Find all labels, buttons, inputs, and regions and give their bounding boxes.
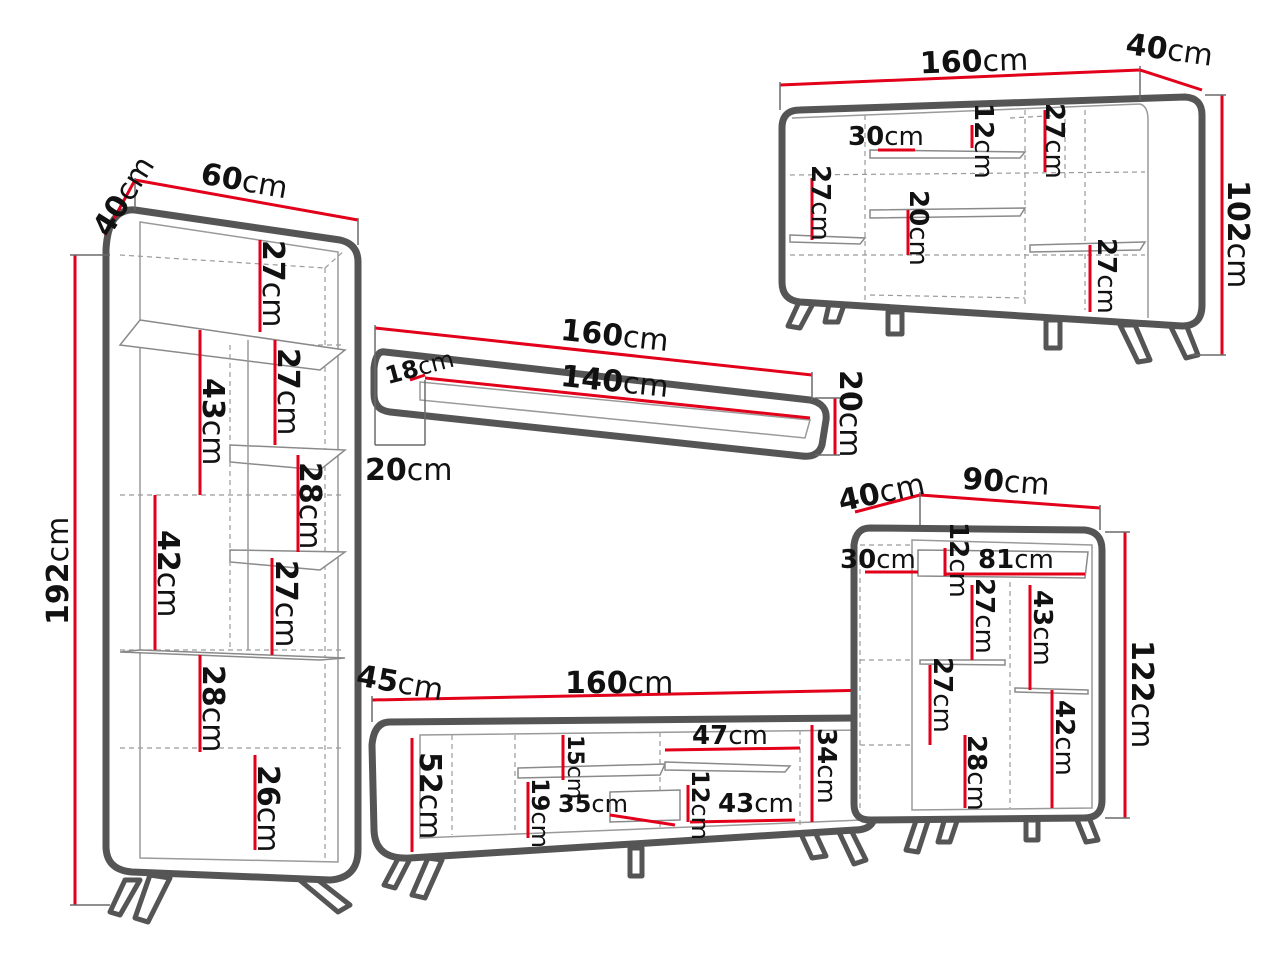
tv-stand-leg bbox=[409, 855, 445, 901]
label-wall-shelf-depth: 20cm bbox=[365, 453, 452, 488]
label-cabinet-width: 90cm bbox=[961, 462, 1051, 503]
cabinet bbox=[850, 492, 1130, 855]
highboard-leg bbox=[885, 309, 905, 337]
label-highboard-height: 102cm bbox=[1220, 180, 1255, 288]
cabinet-body bbox=[850, 524, 1106, 824]
label-wall-shelf-width: 160cm bbox=[559, 313, 670, 359]
label-compartment: 12cm bbox=[943, 522, 973, 598]
label-compartment: 28cm bbox=[292, 462, 327, 549]
label-compartment: 28cm bbox=[195, 665, 230, 752]
highboard bbox=[778, 66, 1226, 365]
label-compartment: 47cm bbox=[692, 721, 768, 751]
highboard-leg bbox=[1117, 322, 1153, 365]
label-compartment: 43cm bbox=[718, 789, 794, 819]
label-compartment: 27cm bbox=[268, 560, 303, 647]
label-compartment: 81cm bbox=[978, 545, 1054, 575]
label-compartment: 19cm bbox=[526, 778, 554, 848]
label-tv-stand-height: 52cm bbox=[412, 752, 447, 839]
label-compartment: 30cm bbox=[840, 545, 916, 575]
label-compartment: 26cm bbox=[250, 765, 285, 852]
label-cabinet-depth: 40cm bbox=[835, 467, 928, 519]
label-compartment: 12cm bbox=[968, 103, 998, 179]
bookcase-leg bbox=[107, 877, 143, 918]
label-compartment: 42cm bbox=[150, 530, 185, 617]
label-compartment: 20cm bbox=[903, 190, 933, 266]
label-compartment: 28cm bbox=[961, 735, 991, 811]
label-compartment: 12cm bbox=[686, 770, 714, 840]
highboard-leg bbox=[1043, 317, 1063, 351]
label-compartment: 34cm bbox=[811, 728, 841, 804]
label-compartment: 15cm bbox=[562, 735, 587, 799]
label-highboard-width: 160cm bbox=[919, 43, 1028, 82]
label-compartment: 27cm bbox=[969, 578, 999, 654]
wall-shelf bbox=[370, 325, 840, 460]
label-tv-stand-width: 160cm bbox=[565, 666, 673, 701]
label-compartment: 30cm bbox=[848, 122, 924, 152]
tall-bookcase bbox=[70, 178, 362, 925]
label-compartment: 27cm bbox=[1091, 238, 1121, 314]
label-highboard-depth: 40cm bbox=[1124, 27, 1215, 74]
label-wall-shelf-height: 20cm bbox=[832, 370, 867, 457]
label-compartment: 43cm bbox=[1027, 590, 1057, 666]
label-compartment: 27cm bbox=[1039, 103, 1069, 179]
dimension-labels: 40cm 60cm 192cm 27cm 43cm 27cm 28cm 42cm… bbox=[41, 27, 1255, 853]
bookcase-leg bbox=[132, 872, 173, 925]
label-compartment: 42cm bbox=[1049, 700, 1079, 776]
label-compartment: 43cm bbox=[195, 378, 230, 465]
label-bookcase-width: 60cm bbox=[198, 157, 290, 207]
label-compartment: 27cm bbox=[255, 240, 290, 327]
label-compartment: 27cm bbox=[270, 348, 305, 435]
tv-stand bbox=[368, 688, 879, 901]
label-compartment: 27cm bbox=[805, 165, 835, 241]
label-compartment: 35cm bbox=[558, 790, 628, 818]
label-tv-stand-depth: 45cm bbox=[354, 659, 446, 709]
label-cabinet-height: 122cm bbox=[1124, 640, 1159, 748]
bookcase-body bbox=[102, 206, 362, 884]
label-compartment: 27cm bbox=[927, 657, 957, 733]
cabinet-leg bbox=[1023, 817, 1041, 843]
label-wall-shelf-inner-width: 140cm bbox=[559, 359, 670, 405]
tv-stand-leg bbox=[627, 845, 645, 879]
label-bookcase-height: 192cm bbox=[41, 517, 76, 625]
